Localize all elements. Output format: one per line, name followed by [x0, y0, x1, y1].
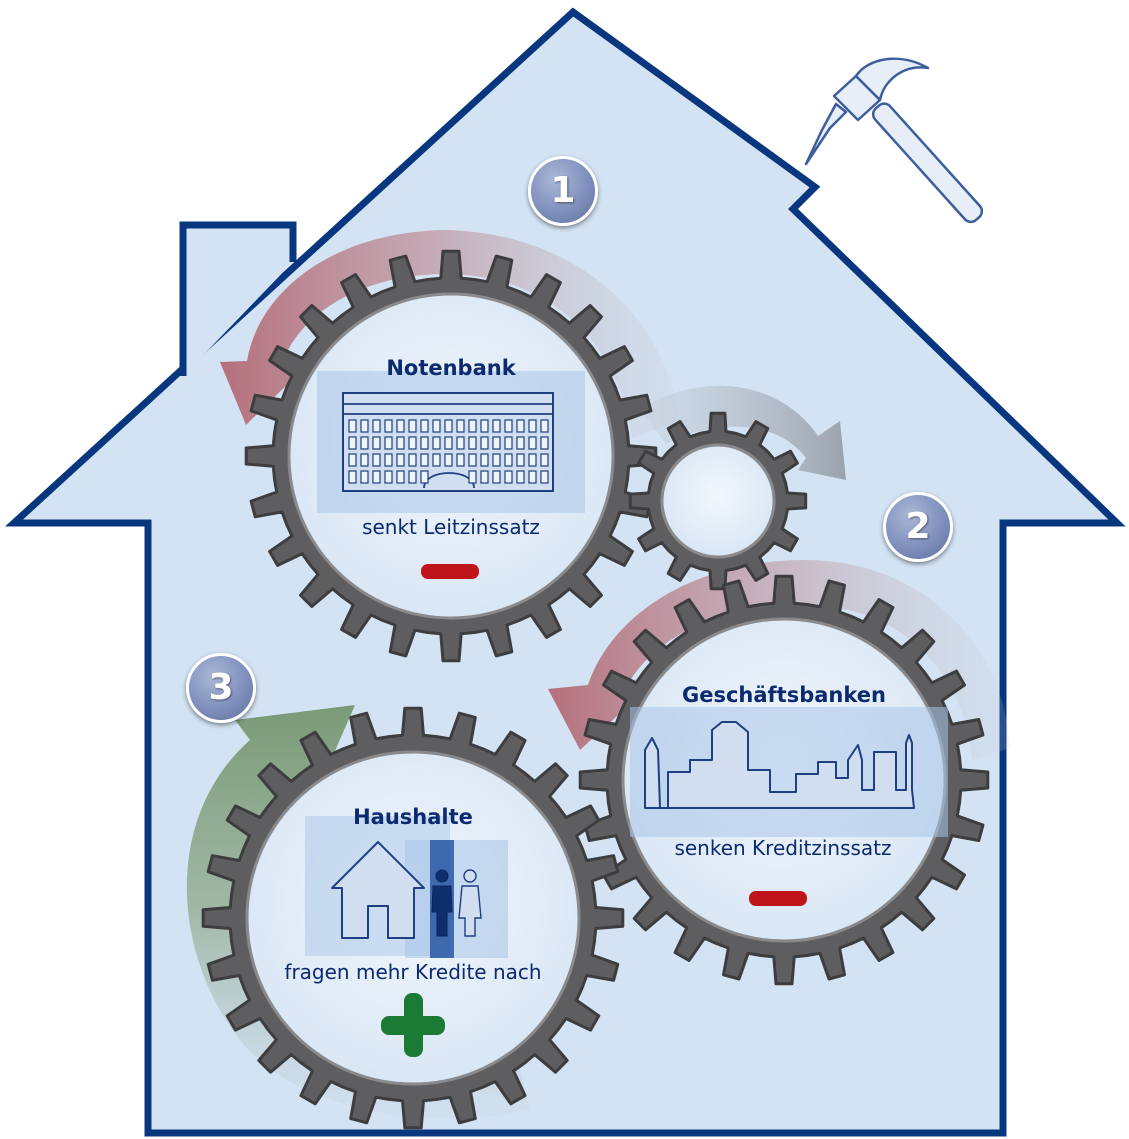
woman-icon: [458, 869, 482, 937]
chimney: [179, 221, 297, 376]
hammer-icon: [804, 57, 984, 224]
step-badge-1: 1: [528, 156, 598, 226]
haushalte-subtitle: fragen mehr Kredite nach: [284, 960, 542, 984]
minus-sign-notenbank: [421, 564, 479, 579]
step-badge-2: 2: [883, 492, 953, 562]
arrow-notenbank: [220, 230, 680, 438]
bank-building-icon: [317, 371, 585, 513]
household-icon: [305, 816, 508, 958]
geschaeftsbanken-subtitle: senken Kreditzinssatz: [674, 836, 892, 860]
plus-sign-haushalte: [381, 993, 445, 1057]
arrow-geschaeftsbanken: [548, 560, 1010, 760]
geschaeftsbanken-title: Geschäftsbanken: [682, 683, 886, 707]
haushalte-title: Haushalte: [353, 805, 473, 829]
notenbank-title: Notenbank: [386, 356, 516, 380]
notenbank-subtitle: senkt Leitzinssatz: [362, 515, 540, 539]
city-skyline-icon: [630, 707, 948, 837]
man-icon: [431, 869, 453, 937]
minus-sign-geschaeftsbanken: [749, 891, 807, 906]
gear-small: [628, 411, 808, 591]
step-badge-3: 3: [186, 653, 256, 723]
arrow-small-gear: [640, 385, 846, 480]
